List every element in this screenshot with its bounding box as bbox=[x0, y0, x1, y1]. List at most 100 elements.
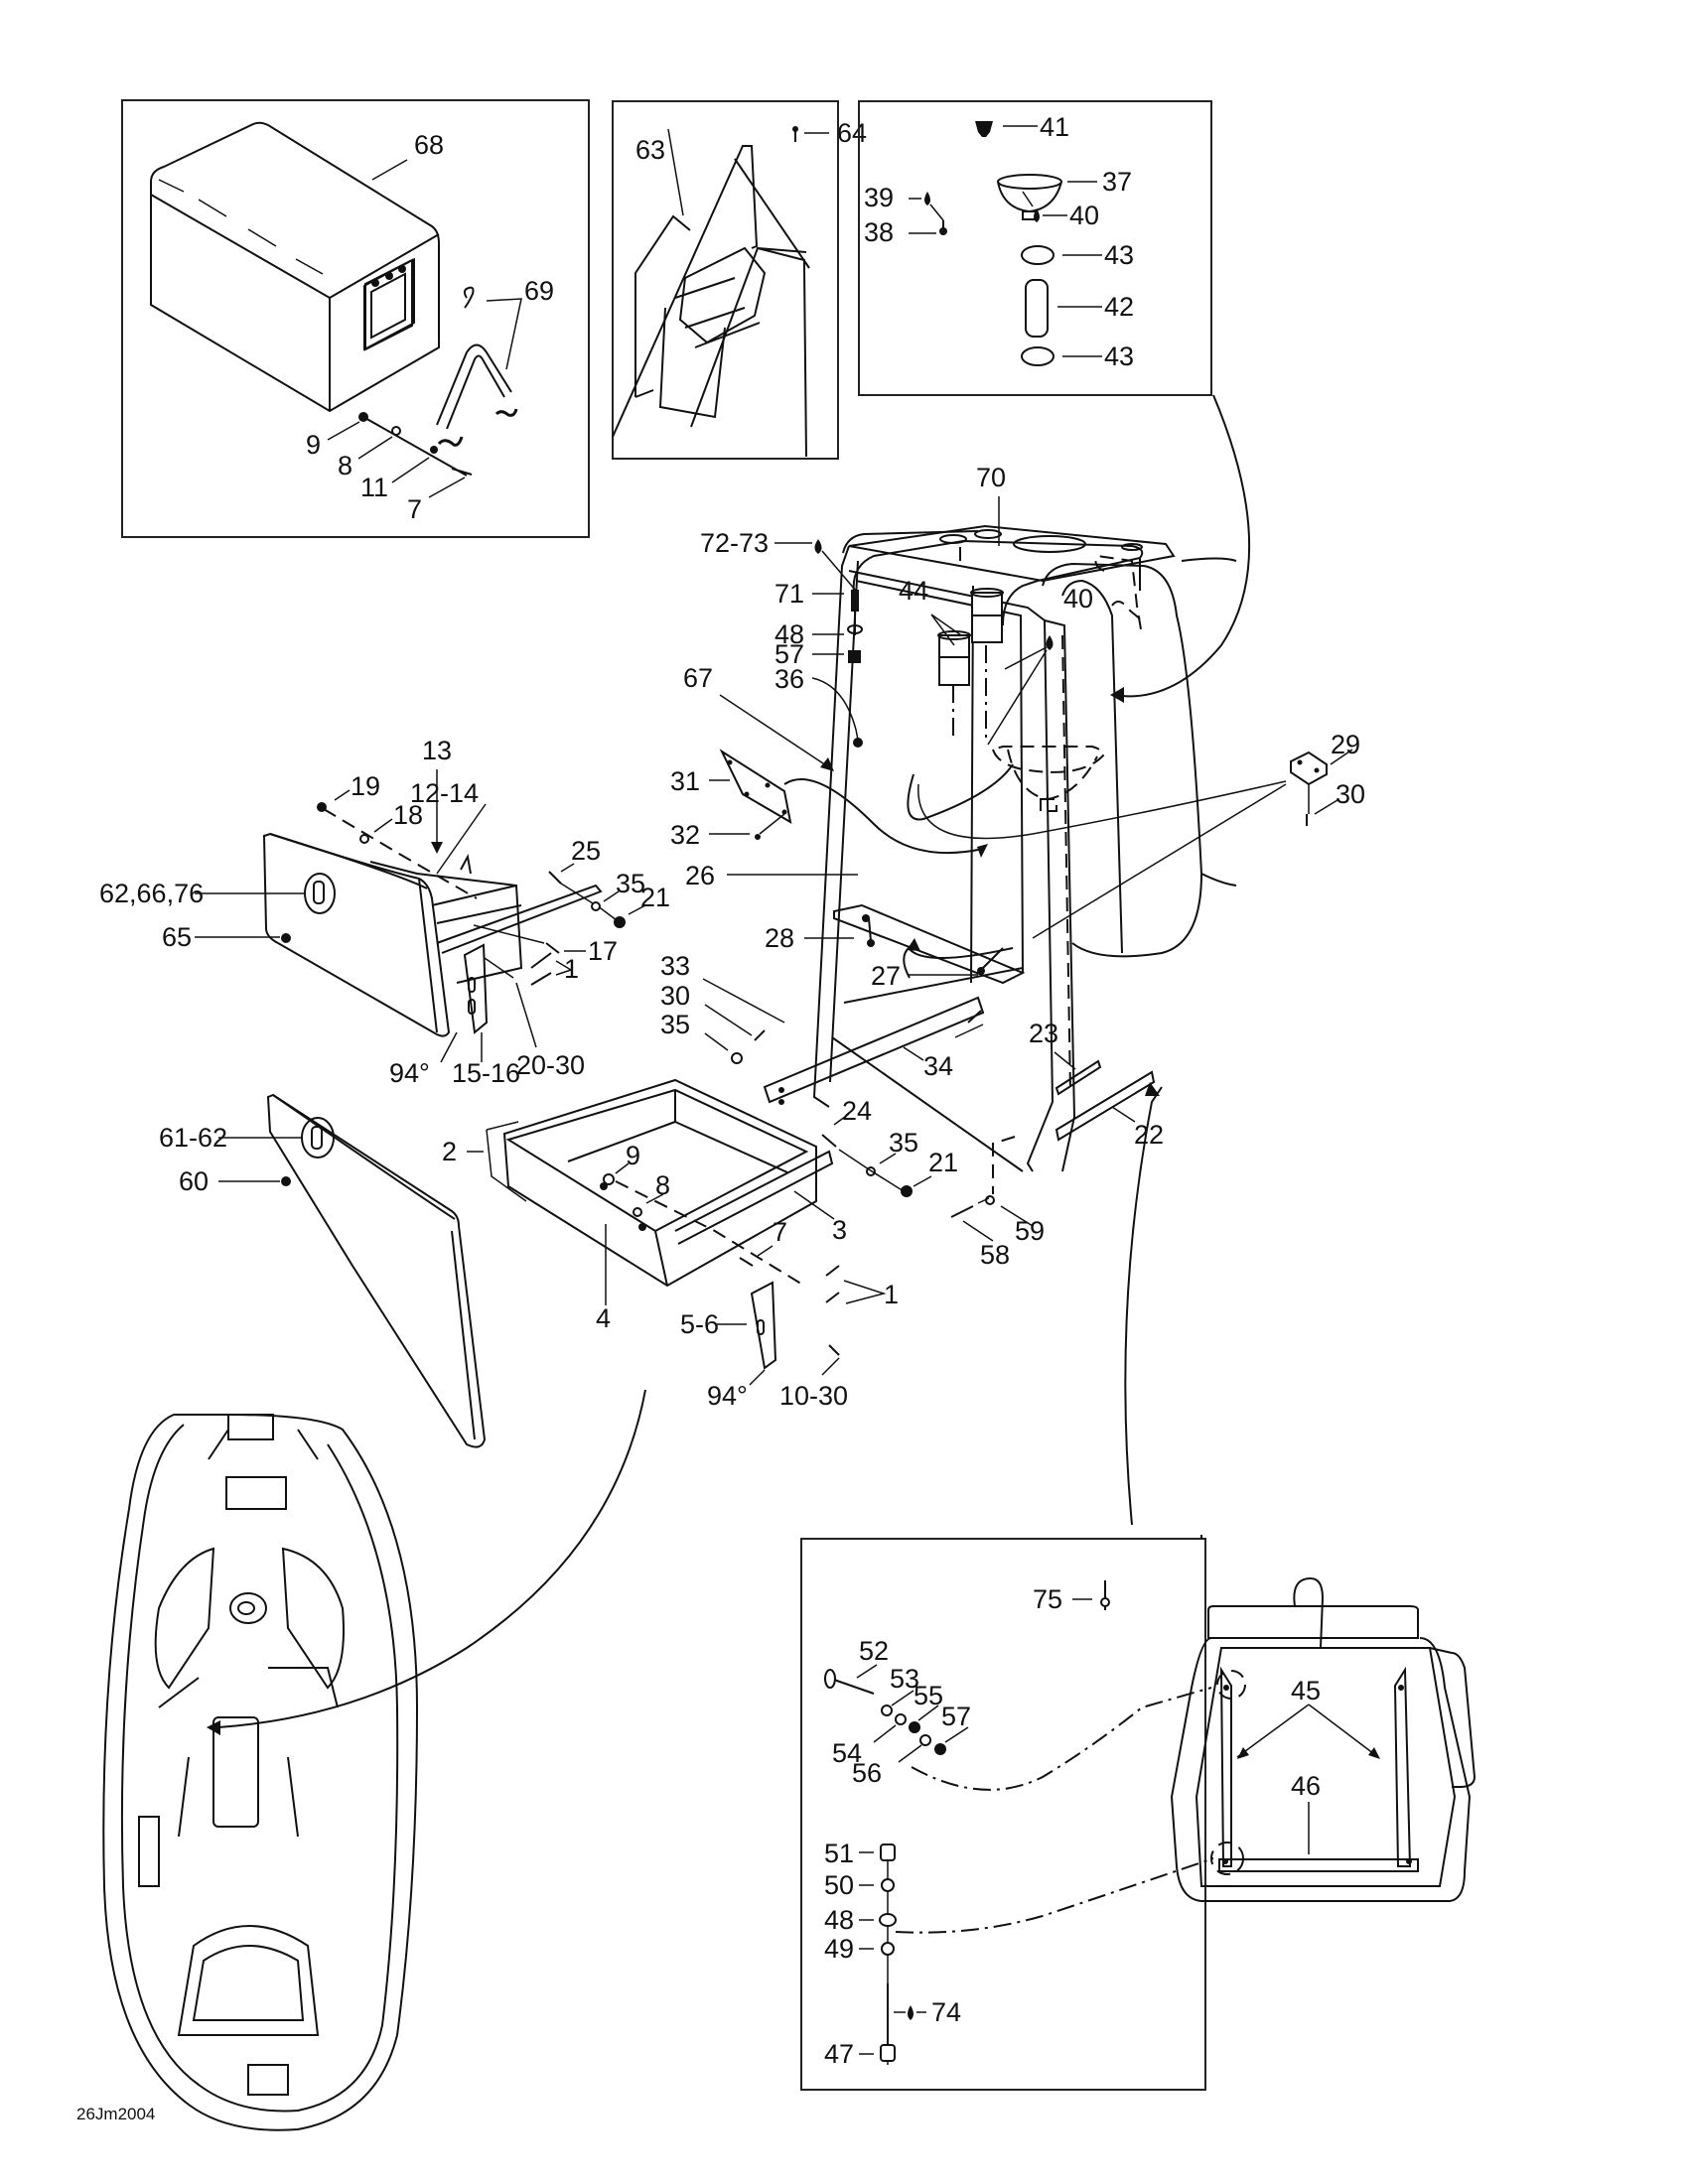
callout-38: 38 bbox=[864, 217, 894, 247]
drain-hose bbox=[1025, 279, 1049, 338]
callout-48: 48 bbox=[824, 1905, 854, 1935]
hull-outline bbox=[102, 1414, 419, 2131]
cup-holder bbox=[970, 588, 1004, 643]
callout-72-73: 72-73 bbox=[700, 528, 769, 558]
lower-door bbox=[266, 1093, 487, 1448]
callout-24: 24 bbox=[842, 1096, 872, 1126]
stud-hardware: 72-73 71 48 57 bbox=[700, 528, 863, 669]
nut-icon bbox=[848, 650, 861, 663]
callout-36: 36 bbox=[774, 664, 804, 694]
slide-rail-long bbox=[1055, 1070, 1156, 1142]
sink-parts-panel-frame bbox=[858, 100, 1212, 396]
callout-40: 40 bbox=[1069, 201, 1099, 230]
callout-28: 28 bbox=[765, 923, 794, 953]
callout-59: 59 bbox=[1015, 1216, 1045, 1246]
callout-2: 2 bbox=[442, 1137, 457, 1166]
callout-70: 70 bbox=[976, 463, 1006, 492]
drain-cap-icon bbox=[975, 121, 993, 137]
sink-parts-panel: 41 37 39 40 38 43 42 bbox=[858, 100, 1212, 396]
bolt-icon bbox=[821, 1134, 837, 1148]
callout-25: 25 bbox=[571, 836, 601, 866]
callout-21: 21 bbox=[928, 1148, 958, 1177]
callout-15-16: 15-16 bbox=[452, 1058, 520, 1088]
seat-panel-frame bbox=[800, 1538, 1206, 2091]
callout-26: 26 bbox=[685, 861, 715, 890]
sealant-drop-icon bbox=[1034, 208, 1040, 222]
callout-48: 48 bbox=[774, 619, 804, 649]
washer-icon bbox=[881, 1942, 895, 1956]
rivet-icon bbox=[1100, 1580, 1110, 1610]
callout-44: 44 bbox=[899, 576, 928, 606]
callout-34: 34 bbox=[923, 1051, 953, 1081]
seat-back-outline bbox=[1170, 1576, 1477, 1902]
bolt-icon bbox=[545, 942, 560, 954]
callout-35: 35 bbox=[660, 1010, 690, 1039]
callout-29: 29 bbox=[1331, 730, 1360, 759]
callout-10-30: 10-30 bbox=[779, 1381, 848, 1411]
bolt-icon bbox=[880, 1983, 896, 2062]
lower-drawer bbox=[502, 1078, 834, 1288]
cooler-strap bbox=[436, 286, 518, 447]
callout-7: 7 bbox=[407, 494, 422, 524]
callout-52: 52 bbox=[859, 1636, 889, 1666]
callout-57: 57 bbox=[941, 1702, 971, 1731]
cooler-panel-frame bbox=[121, 99, 590, 538]
callout-20-30: 20-30 bbox=[516, 1050, 585, 1080]
callout-22: 22 bbox=[1134, 1120, 1164, 1150]
sealant-drop-icon bbox=[814, 539, 822, 554]
callout-39: 39 bbox=[864, 183, 894, 212]
callout-30: 30 bbox=[1336, 779, 1365, 809]
callout-31: 31 bbox=[670, 766, 700, 796]
cooler-box bbox=[150, 121, 440, 413]
callout-11: 11 bbox=[360, 473, 388, 502]
callout-60: 60 bbox=[179, 1166, 209, 1196]
hinge-bracket bbox=[463, 943, 489, 1034]
callout-5-6: 5-6 bbox=[680, 1309, 719, 1339]
callout-54: 54 bbox=[832, 1738, 862, 1768]
callout-32: 32 bbox=[670, 820, 700, 850]
leader-arrow bbox=[217, 1389, 646, 1728]
callout-33: 33 bbox=[660, 951, 690, 981]
sink-bowl bbox=[997, 174, 1062, 220]
slide-rail-short bbox=[1055, 1059, 1102, 1096]
callout-9: 9 bbox=[306, 430, 321, 460]
seat-brackets bbox=[1218, 1666, 1419, 1872]
callout-94-deg: 94° bbox=[389, 1058, 430, 1088]
hinge-bracket bbox=[750, 1281, 777, 1370]
callout-43: 43 bbox=[1104, 240, 1134, 270]
callout-63: 63 bbox=[635, 135, 665, 165]
callout-68: 68 bbox=[414, 130, 444, 160]
callout-74: 74 bbox=[931, 1997, 961, 2027]
callout-27: 27 bbox=[871, 961, 901, 991]
lock-washer-icon bbox=[881, 1878, 895, 1892]
callout-64: 64 bbox=[837, 118, 867, 148]
bolt-icon bbox=[548, 871, 562, 885]
upper-drawer bbox=[262, 832, 603, 1037]
screw-icon bbox=[939, 220, 947, 235]
handle-frame bbox=[852, 539, 1144, 626]
callout-8: 8 bbox=[338, 451, 352, 480]
basket-panel-frame bbox=[612, 100, 839, 460]
sealant-drop-icon bbox=[924, 192, 930, 205]
basket-panel: 63 64 bbox=[612, 100, 867, 460]
cup-holder bbox=[937, 630, 971, 686]
callout-4: 4 bbox=[596, 1303, 611, 1333]
screw-icon bbox=[867, 917, 875, 947]
callout-18: 18 bbox=[393, 800, 423, 830]
cooler-hardware bbox=[358, 412, 473, 477]
sealant-drop-icon bbox=[908, 2005, 914, 2020]
sink-bowl-outline bbox=[991, 746, 1106, 812]
callout-35: 35 bbox=[889, 1128, 918, 1158]
washer-icon bbox=[879, 1913, 897, 1927]
callout-47: 47 bbox=[824, 2039, 854, 2069]
callout-35: 35 bbox=[616, 869, 645, 898]
bracket bbox=[1290, 751, 1328, 826]
callout-19: 19 bbox=[351, 771, 380, 801]
callout-37: 37 bbox=[1102, 167, 1132, 197]
stud-icon bbox=[851, 590, 859, 612]
callout-75: 75 bbox=[1033, 1584, 1062, 1614]
leader-arrow bbox=[1111, 394, 1251, 698]
bolt-icon bbox=[739, 1257, 754, 1267]
bolt-icon bbox=[824, 1669, 875, 1695]
callout-56: 56 bbox=[852, 1758, 882, 1788]
